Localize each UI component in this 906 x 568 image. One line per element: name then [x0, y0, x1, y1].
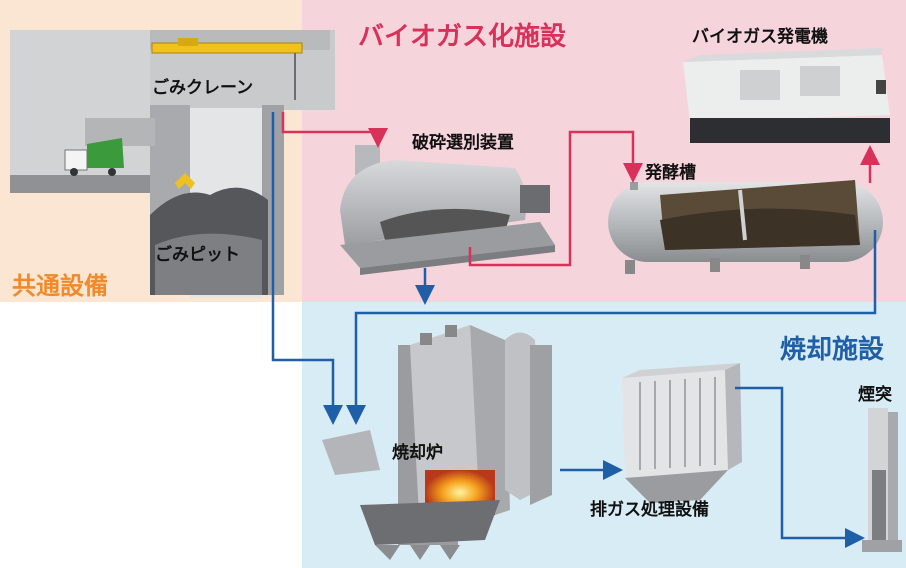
flow-crane-to-crusher	[281, 112, 388, 148]
flow-gas-treatment-to-chimney	[735, 386, 865, 548]
crusher-machine	[340, 145, 555, 275]
flue-gas-treatment	[622, 363, 742, 503]
section-title-common: 共通設備	[12, 272, 108, 300]
flow-crane-to-furnace	[271, 112, 343, 425]
label-chimney: 煙突	[858, 385, 892, 405]
label-fermenter: 発酵槽	[645, 163, 696, 183]
refuse-crane	[151, 38, 303, 100]
section-title-biogas: バイオガス化施設	[358, 22, 567, 52]
garbage-truck	[64, 138, 124, 176]
label-pit: ごみピット	[155, 245, 240, 265]
label-crane: ごみクレーン	[152, 78, 254, 98]
chimney	[862, 408, 902, 552]
flow-fermenter-residue-to-furnace	[346, 230, 877, 425]
section-title-incineration: 焼却施設	[780, 335, 885, 365]
label-gas-treatment: 排ガス処理設備	[590, 500, 709, 520]
incinerator	[322, 325, 552, 560]
flow-crusher-to-fermenter	[468, 130, 643, 267]
label-generator: バイオガス発電機	[692, 27, 828, 47]
label-furnace: 焼却炉	[392, 443, 443, 463]
blue-flow-lines	[271, 112, 877, 548]
red-flow-lines	[281, 112, 880, 267]
fermentation-tank	[608, 180, 883, 274]
biogas-generator	[683, 48, 890, 143]
refuse-pile	[150, 173, 268, 295]
label-crusher: 破砕選別装置	[412, 133, 514, 153]
